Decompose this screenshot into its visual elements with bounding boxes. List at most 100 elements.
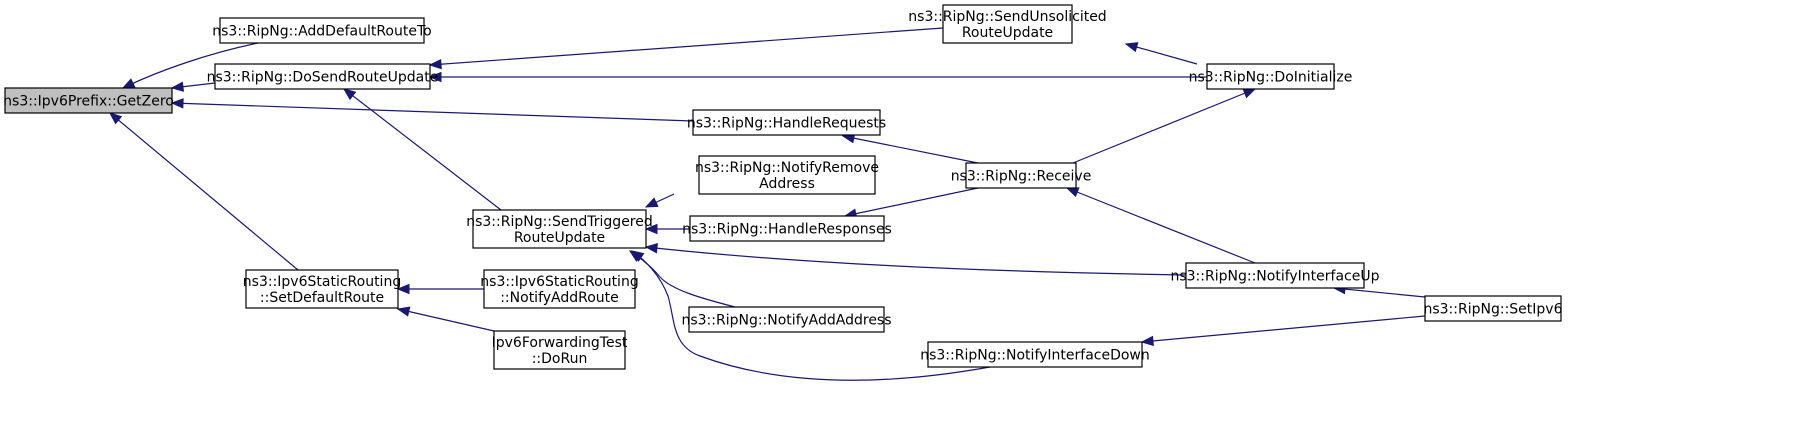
node-label: ns3::RipNg::HandleRequests xyxy=(687,116,886,132)
node-handlereq[interactable]: ns3::RipNg::HandleRequests xyxy=(687,109,886,136)
node-label: ns3::RipNg::NotifyAddAddress xyxy=(681,313,891,329)
node-box xyxy=(214,63,431,90)
node-box xyxy=(1185,262,1365,289)
arrowhead-icon xyxy=(170,98,184,109)
node-staticdefault[interactable]: ns3::Ipv6StaticRouting::SetDefaultRoute xyxy=(243,269,401,309)
edge-dosend-to-getzero xyxy=(170,81,216,92)
edge-line xyxy=(429,27,944,66)
node-label: ns3::RipNg::AddDefaultRouteTo xyxy=(212,24,431,40)
arrowhead-icon xyxy=(644,197,659,208)
edge-line xyxy=(171,102,694,122)
node-box xyxy=(493,330,626,370)
edge-setipv6-to-ifacedown xyxy=(1140,315,1426,347)
node-label: ns3::RipNg::Receive xyxy=(951,169,1092,185)
node-box xyxy=(245,269,399,309)
arrowhead-icon xyxy=(428,71,442,83)
edge-line xyxy=(1125,43,1198,65)
arrowhead-icon xyxy=(1065,187,1080,198)
node-label: ns3::RipNg::DoInitialize xyxy=(1189,70,1353,86)
node-doinit[interactable]: ns3::RipNg::DoInitialize xyxy=(1189,63,1353,90)
node-label: Address xyxy=(759,176,815,192)
arrowhead-icon xyxy=(342,88,357,101)
arrowhead-icon xyxy=(396,306,411,317)
node-receive[interactable]: ns3::RipNg::Receive xyxy=(951,162,1092,189)
node-box xyxy=(688,306,885,333)
node-getzero[interactable]: ns3::Ipv6Prefix::GetZero xyxy=(3,87,174,114)
node-box xyxy=(4,87,173,114)
node-box xyxy=(965,162,1077,189)
edge-line xyxy=(1066,187,1256,264)
node-setipv6[interactable]: ns3::RipNg::SetIpv6 xyxy=(1423,295,1563,322)
arrowhead-icon xyxy=(396,283,410,295)
node-box xyxy=(483,269,636,309)
edge-handleresp-to-sendtrig xyxy=(644,223,690,235)
arrowhead-icon xyxy=(1242,88,1257,99)
arrowhead-icon xyxy=(108,112,123,125)
arrowhead-icon xyxy=(1140,335,1154,347)
node-dosend[interactable]: ns3::RipNg::DoSendRouteUpdate xyxy=(207,63,439,90)
edge-notifyremove-to-sendtrig xyxy=(644,193,675,208)
edge-line xyxy=(1072,88,1256,164)
arrowhead-icon xyxy=(428,58,442,70)
edge-ifacedown-to-sendtrig xyxy=(630,250,991,381)
node-label: ns3::RipNg::NotifyInterfaceDown xyxy=(920,348,1150,364)
edge-sendunsol-to-dosend xyxy=(428,27,944,70)
node-notifyaddroute[interactable]: ns3::Ipv6StaticRouting::NotifyAddRoute xyxy=(480,269,639,309)
arrowhead-icon xyxy=(630,250,645,262)
node-label: ::SetDefaultRoute xyxy=(260,290,384,306)
arrowhead-icon xyxy=(644,243,659,254)
node-box xyxy=(472,209,647,249)
node-label: ns3::RipNg::NotifyRemove xyxy=(695,160,879,176)
edge-doinit-to-dosend xyxy=(428,71,1207,83)
edge-notifyaddaddr-to-sendtrig xyxy=(628,250,736,308)
node-label: ns3::RipNg::DoSendRouteUpdate xyxy=(207,70,439,86)
node-box xyxy=(219,17,425,44)
node-adddefault[interactable]: ns3::RipNg::AddDefaultRouteTo xyxy=(212,17,432,44)
edge-receive-to-doinit xyxy=(1072,88,1257,164)
edge-ifaceup-to-receive xyxy=(1065,187,1256,264)
node-handleresp[interactable]: ns3::RipNg::HandleResponses xyxy=(682,215,892,242)
edge-line xyxy=(122,42,259,89)
edge-line xyxy=(1333,287,1426,298)
node-label: ns3::RipNg::SetIpv6 xyxy=(1423,302,1562,318)
node-label: ns3::RipNg::SendUnsolicited xyxy=(908,9,1106,25)
node-label: Ipv6ForwardingTest xyxy=(492,335,628,351)
node-label: ns3::Ipv6Prefix::GetZero xyxy=(3,94,174,110)
edge-doinit-to-sendunsol xyxy=(1124,42,1198,65)
edge-ifaceup-to-sendtrig xyxy=(644,243,1187,276)
edge-line xyxy=(397,308,495,332)
arrowhead-icon xyxy=(1124,42,1139,53)
node-ifacedown[interactable]: ns3::RipNg::NotifyInterfaceDown xyxy=(920,341,1150,368)
node-box xyxy=(927,341,1143,368)
edge-line xyxy=(645,246,1187,276)
edge-line xyxy=(631,250,991,381)
node-fwdtest[interactable]: Ipv6ForwardingTest::DoRun xyxy=(492,330,628,370)
arrowhead-icon xyxy=(170,81,185,92)
node-label: ns3::RipNg::NotifyInterfaceUp xyxy=(1170,269,1379,285)
node-label: ::NotifyAddRoute xyxy=(500,290,619,306)
edge-line xyxy=(1141,315,1426,343)
edge-notifyaddroute-to-staticdefault xyxy=(396,283,484,295)
edge-line xyxy=(109,112,299,271)
node-ifaceup[interactable]: ns3::RipNg::NotifyInterfaceUp xyxy=(1170,262,1380,289)
edge-line xyxy=(842,135,979,164)
node-label: ns3::RipNg::SendTriggered xyxy=(466,214,653,230)
node-label: ::DoRun xyxy=(532,351,588,367)
node-box xyxy=(698,155,876,195)
node-box xyxy=(692,109,881,136)
node-label: RouteUpdate xyxy=(514,230,605,246)
node-box xyxy=(1206,63,1335,90)
node-notifyaddaddr[interactable]: ns3::RipNg::NotifyAddAddress xyxy=(681,306,892,333)
edge-fwdtest-to-staticdefault xyxy=(396,306,495,332)
edge-sendtrig-to-dosend xyxy=(342,88,502,211)
node-label: RouteUpdate xyxy=(962,25,1053,41)
edge-handlereq-to-getzero xyxy=(170,98,694,122)
arrowhead-icon xyxy=(644,223,658,235)
node-box xyxy=(942,4,1073,44)
edge-line xyxy=(629,250,736,308)
node-box xyxy=(689,215,885,242)
